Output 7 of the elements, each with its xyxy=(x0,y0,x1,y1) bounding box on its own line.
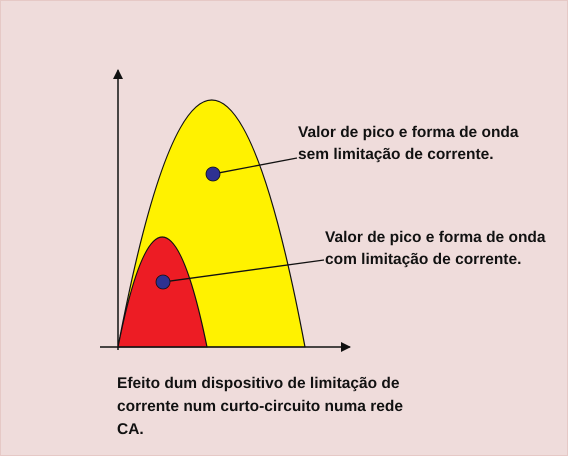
marker-dot xyxy=(206,166,220,182)
leader-line xyxy=(170,259,324,282)
marker-dot xyxy=(156,274,170,290)
callout-text: Valor de pico e forma de onda sem limitação de corrente. xyxy=(298,122,538,166)
caption: Efeito dum dispositivo de limitação de corrente num curto-circuito numa rede CA. xyxy=(117,374,404,440)
leader-line xyxy=(220,157,298,174)
callout-text: Valor de pico e forma de onda com limitação de corrente. xyxy=(325,227,561,271)
